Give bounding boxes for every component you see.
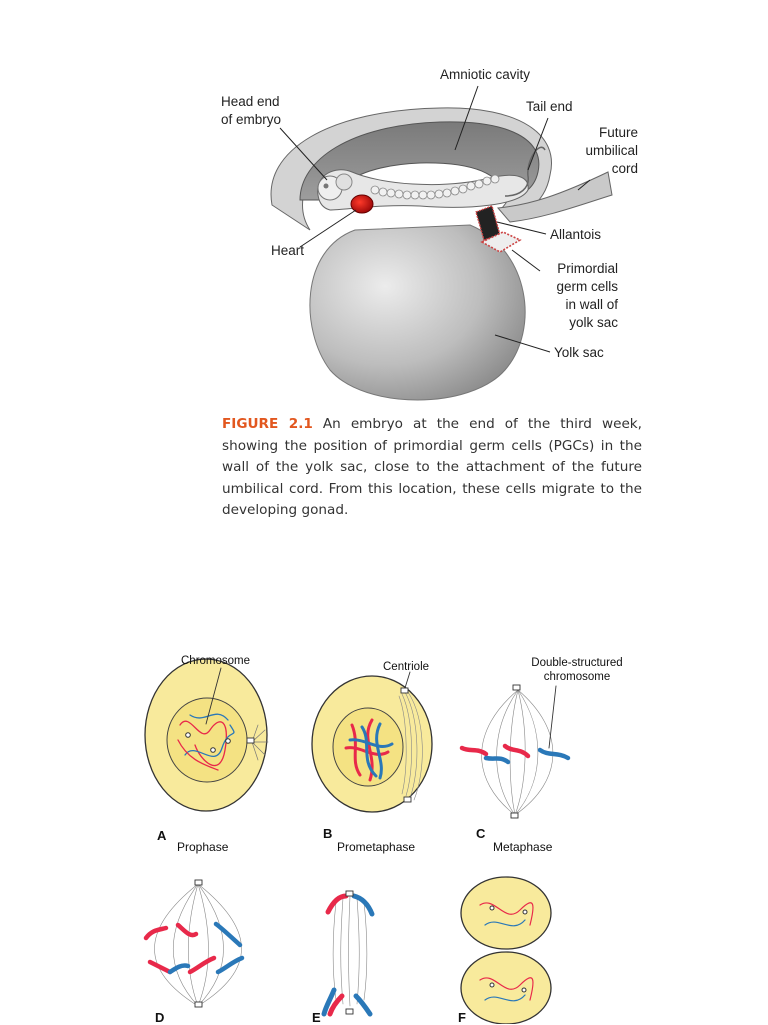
label-heart: Heart <box>271 243 305 258</box>
label-double-line1: Double-structured <box>531 657 623 669</box>
figure-caption-text: An embryo at the end of the third week, … <box>222 416 642 519</box>
label-future-line1: Future <box>598 125 638 140</box>
spindle-d <box>154 883 242 1007</box>
umbilical-cord <box>496 171 613 223</box>
amniotic-cavity <box>299 121 540 201</box>
figure-caption-label: FIGURE 2.1 <box>222 416 313 432</box>
label-pgc-line3: in wall of <box>565 297 618 312</box>
label-future-line2: umbilical <box>585 143 638 158</box>
label-centriole: Centriole <box>383 661 430 673</box>
label-head-end: Head end of embryo <box>221 93 281 129</box>
panel-phase-c: Metaphase <box>493 840 553 854</box>
label-future-umbilical-cord: Future umbilical cord <box>560 124 638 178</box>
label-amniotic-cavity: Amniotic cavity <box>439 67 531 82</box>
label-double-structured-chromosome: Double-structured chromosome <box>512 656 642 684</box>
allantois <box>475 205 501 241</box>
yolk-sac <box>309 224 526 401</box>
panel-letter-c: C <box>476 826 486 841</box>
label-allantois: Allantois <box>550 227 602 242</box>
label-head-end-line1: Head end <box>221 94 280 109</box>
label-double-line2: chromosome <box>543 671 611 683</box>
label-yolk-sac: Yolk sac <box>554 345 604 360</box>
label-primordial-germ-cells: Primordial germ cells in wall of yolk sa… <box>536 260 618 332</box>
panel-letter-b: B <box>323 826 333 841</box>
panel-phase-a: Prophase <box>177 840 229 854</box>
label-tail-end: Tail end <box>526 99 573 114</box>
spindle-e <box>332 895 368 1007</box>
figure-caption: FIGURE 2.1 An embryo at the end of the t… <box>222 414 642 522</box>
label-pgc-line1: Primordial <box>557 261 618 276</box>
label-chromosome: Chromosome <box>181 655 251 667</box>
label-pgc-line2: germ cells <box>556 279 618 294</box>
panel-phase-b: Prometaphase <box>337 840 416 854</box>
heart <box>350 194 374 214</box>
primordial-germ-cells <box>480 231 522 253</box>
embryo-illustration <box>270 85 613 401</box>
panel-letter-a: A <box>157 828 167 843</box>
label-future-line3: cord <box>611 161 638 176</box>
panel-letter-f: F <box>458 1010 466 1025</box>
label-head-end-line2: of embryo <box>221 112 282 127</box>
label-pgc-line4: yolk sac <box>569 315 618 330</box>
panel-letter-e: E <box>312 1010 321 1025</box>
nucleus-prophase <box>166 697 248 783</box>
somites <box>370 174 500 200</box>
panel-letter-d: D <box>155 1010 165 1025</box>
